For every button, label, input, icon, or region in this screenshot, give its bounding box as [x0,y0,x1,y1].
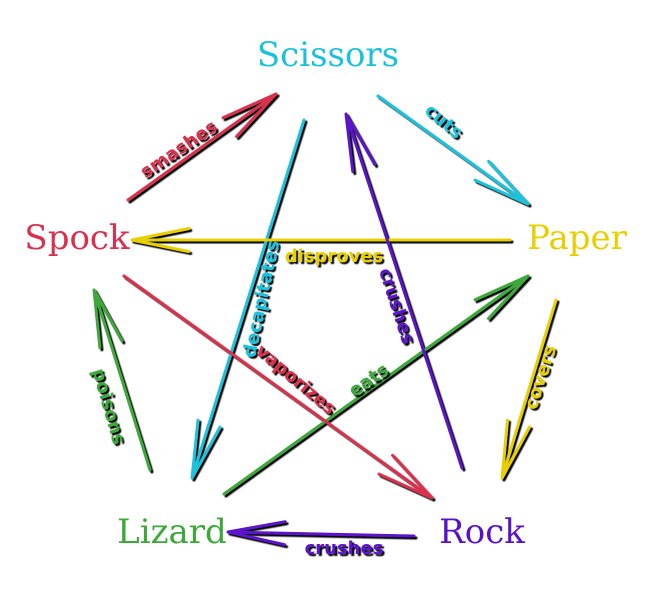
node-lizard: Lizard [117,512,227,552]
edge-label-covers: covers [520,342,561,412]
arrows-layer [92,92,558,547]
arrow-rock-scissors [344,112,464,470]
arrow-rock-lizard [226,520,416,547]
node-rock: Rock [439,512,525,552]
edge-labels-layer: cuts covers crushes poisons smashes deca… [87,100,561,559]
edge-label-crushes-lizard: crushes [305,538,384,559]
edge-label-smashes: smashes [137,116,222,183]
arrow-scissors-lizard [190,118,306,480]
edge-label-decapitates: decapitates [239,238,284,359]
arrow-spock-scissors [126,92,278,202]
arrow-paper-spock [130,227,512,253]
edge-label-crushes-scissors: crushes [374,266,418,347]
arrow-lizard-spock [92,288,152,472]
edge-label-cuts: cuts [420,100,466,144]
edge-label-disproves: disproves [285,246,384,267]
arrow-scissors-paper [376,94,530,206]
arrow-lizard-paper [222,274,530,496]
node-labels-layer: Scissors Paper Rock Lizard Spock [24,35,627,552]
edge-label-eats: eats [345,359,393,401]
node-paper: Paper [527,218,628,258]
node-spock: Spock [24,218,130,258]
edge-label-vaporizes: vaporizes [251,340,339,419]
node-scissors: Scissors [257,35,399,75]
arrow-spock-rock [122,274,434,500]
arrow-paper-rock [500,298,558,480]
